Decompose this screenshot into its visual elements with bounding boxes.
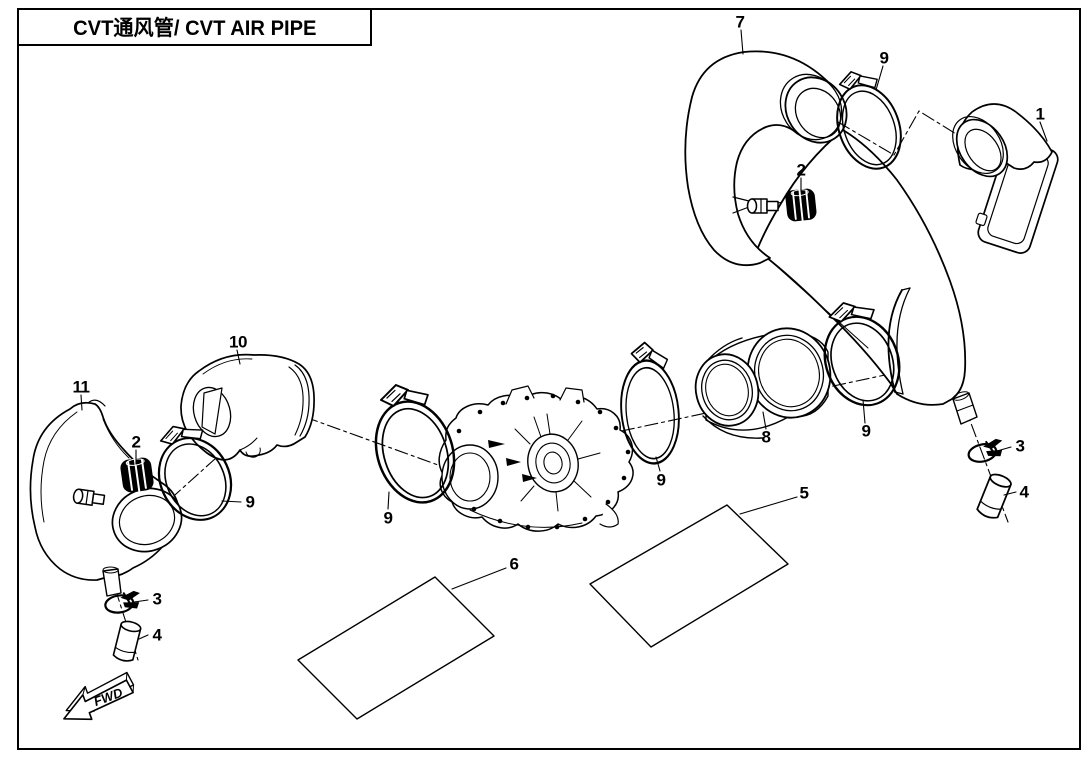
callout-6: 6: [509, 554, 519, 574]
part-10-duct: [180, 353, 315, 461]
part-4-cap-right: [975, 471, 1014, 522]
callout-9-left: 9: [245, 492, 255, 512]
callout-7: 7: [735, 12, 745, 32]
callout-10: 10: [229, 332, 247, 352]
part-11-duct: [29, 399, 183, 597]
part-1-intake-duct: [952, 103, 1059, 254]
cvt-cover: [438, 385, 634, 532]
callout-8: 8: [761, 427, 771, 447]
part-4-cap-left: [111, 618, 143, 664]
callout-9-midright: 9: [656, 470, 666, 490]
callout-9-top: 9: [879, 48, 889, 68]
callout-3-left: 3: [152, 589, 162, 609]
part-6-sheet: [297, 576, 495, 720]
fwd-arrow: FWD: [63, 671, 135, 721]
callout-5: 5: [799, 483, 809, 503]
callout-3-right: 3: [1015, 436, 1025, 456]
part-11-nipple: [102, 568, 122, 597]
callout-9-midleft: 9: [383, 508, 393, 528]
part-3-clip-right: [965, 436, 1007, 466]
callout-11: 11: [72, 377, 90, 397]
callout-9-right: 9: [861, 421, 871, 441]
callout-2-right: 2: [796, 160, 806, 180]
page-title: CVT通风管/ CVT AIR PIPE: [72, 17, 317, 40]
part-8-boot: [694, 327, 832, 439]
part-2-grommet-right: [784, 187, 818, 223]
callout-2-left: 2: [131, 432, 141, 452]
part-2-bolt-right: [746, 198, 779, 214]
leader-lines: [80, 29, 1048, 640]
callout-4-left: 4: [152, 625, 162, 645]
callout-1: 1: [1035, 104, 1045, 124]
part-5-sheet: [589, 504, 789, 648]
page-border: [17, 8, 1081, 750]
title-box: CVT通风管/ CVT AIR PIPE: [17, 8, 372, 46]
part-2-grommet-left: [118, 456, 156, 494]
callout-4-right: 4: [1019, 482, 1029, 502]
